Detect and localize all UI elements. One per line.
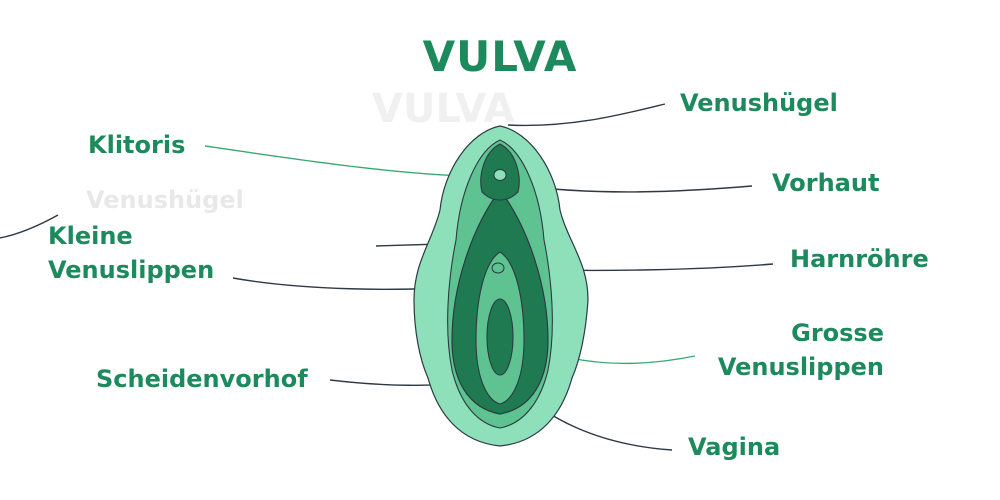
vagina-opening bbox=[486, 298, 514, 376]
label-grosse-line1: Grosse bbox=[791, 319, 884, 347]
label-venushuegel: Venushügel bbox=[680, 89, 838, 117]
ghost-title-text: VULVA bbox=[372, 86, 515, 132]
ghost-label-text: Venushügel bbox=[86, 186, 244, 214]
urethra-dot bbox=[491, 262, 505, 274]
label-kleine-line2: Venuslippen bbox=[48, 256, 215, 284]
label-klitoris: Klitoris bbox=[88, 131, 186, 159]
leader-grosse-venuslippen bbox=[569, 355, 696, 365]
diagram-title: VULVA bbox=[422, 32, 578, 81]
leader-stray-left bbox=[0, 214, 59, 239]
label-kleine-line1: Kleine bbox=[48, 222, 133, 250]
leader-lines bbox=[0, 103, 774, 451]
label-grosse-line2: Venuslippen bbox=[717, 353, 884, 381]
label-harnroehre: Harnröhre bbox=[790, 245, 929, 273]
label-vorhaut: Vorhaut bbox=[772, 169, 880, 197]
label-scheidenvorhof: Scheidenvorhof bbox=[96, 365, 308, 393]
label-vagina: Vagina bbox=[688, 433, 781, 461]
clitoris-dot bbox=[493, 169, 507, 181]
leader-venushuegel bbox=[507, 103, 666, 127]
label-kleine-venuslippen: Kleine Venuslippen bbox=[48, 219, 214, 287]
leader-klitoris bbox=[204, 145, 494, 177]
label-grosse-venuslippen: Grosse Venuslippen bbox=[700, 316, 884, 384]
